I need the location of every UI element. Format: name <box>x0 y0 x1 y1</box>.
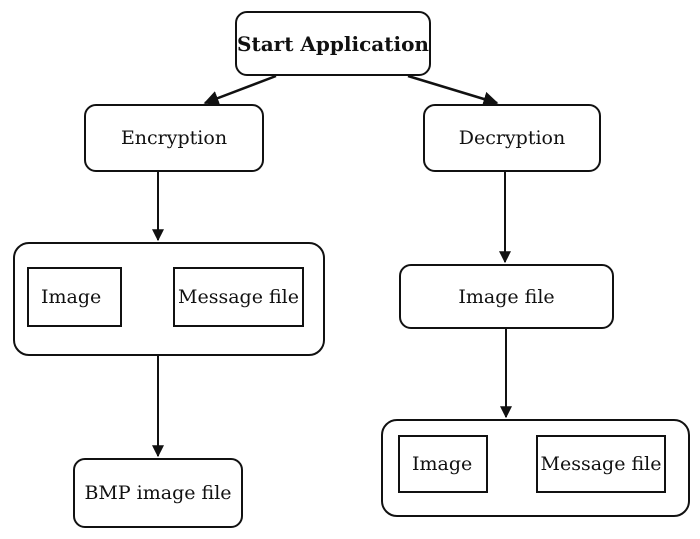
image-file-node: Image file <box>399 264 614 329</box>
edge-start-to-decryption <box>407 74 499 107</box>
decryption-image-node: Image <box>398 435 488 493</box>
start-application-label: Start Application <box>237 31 429 56</box>
encryption-node: Encryption <box>84 104 264 172</box>
decryption-message-file-label: Message file <box>540 453 662 475</box>
encryption-image-label: Image <box>41 286 102 308</box>
start-application-node: Start Application <box>235 11 431 76</box>
decryption-node: Decryption <box>423 104 601 172</box>
bmp-image-file-label: BMP image file <box>84 482 232 504</box>
encryption-label: Encryption <box>120 127 228 149</box>
image-file-label: Image file <box>458 285 555 308</box>
edge-start-to-encryption <box>203 74 277 106</box>
encryption-message-file-node: Message file <box>173 267 304 327</box>
bmp-image-file-node: BMP image file <box>73 458 243 528</box>
decryption-label: Decryption <box>458 127 566 149</box>
decryption-image-label: Image <box>412 453 473 475</box>
encryption-image-node: Image <box>27 267 122 327</box>
decryption-message-file-node: Message file <box>536 435 666 493</box>
encryption-message-file-label: Message file <box>178 286 299 308</box>
